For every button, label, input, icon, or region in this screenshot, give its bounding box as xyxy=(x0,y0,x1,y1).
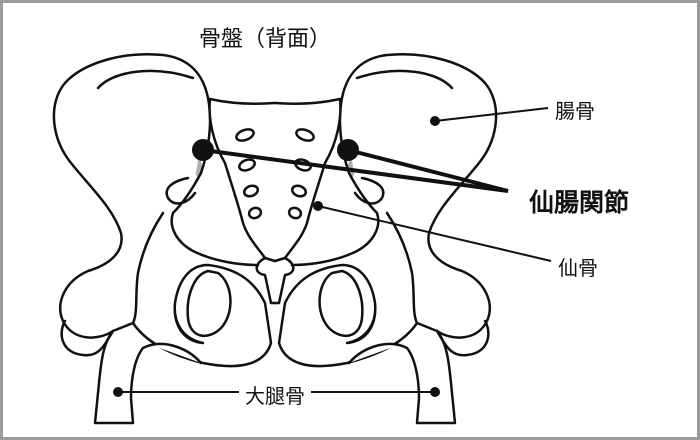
label-femur: 大腿骨 xyxy=(239,380,311,409)
label-sacrum: 仙骨 xyxy=(558,252,598,281)
label-sacroiliac-joint: 仙腸関節 xyxy=(529,183,630,219)
diagram-title: 骨盤（背面） xyxy=(199,27,332,52)
label-ilium: 腸骨 xyxy=(555,95,595,124)
leader-si-left xyxy=(202,148,509,193)
pelvis-illustration xyxy=(52,3,552,440)
leader-sacrum xyxy=(317,205,552,262)
leader-ilium xyxy=(434,107,549,122)
si-joint-left-marker xyxy=(192,139,214,161)
si-joint-right-marker xyxy=(337,139,359,161)
sacrum-left xyxy=(208,97,277,263)
leader-si-right xyxy=(347,148,509,193)
pelvis-left-half xyxy=(52,53,277,425)
obturator-foramen-left xyxy=(186,269,232,338)
femur-left xyxy=(93,329,203,425)
